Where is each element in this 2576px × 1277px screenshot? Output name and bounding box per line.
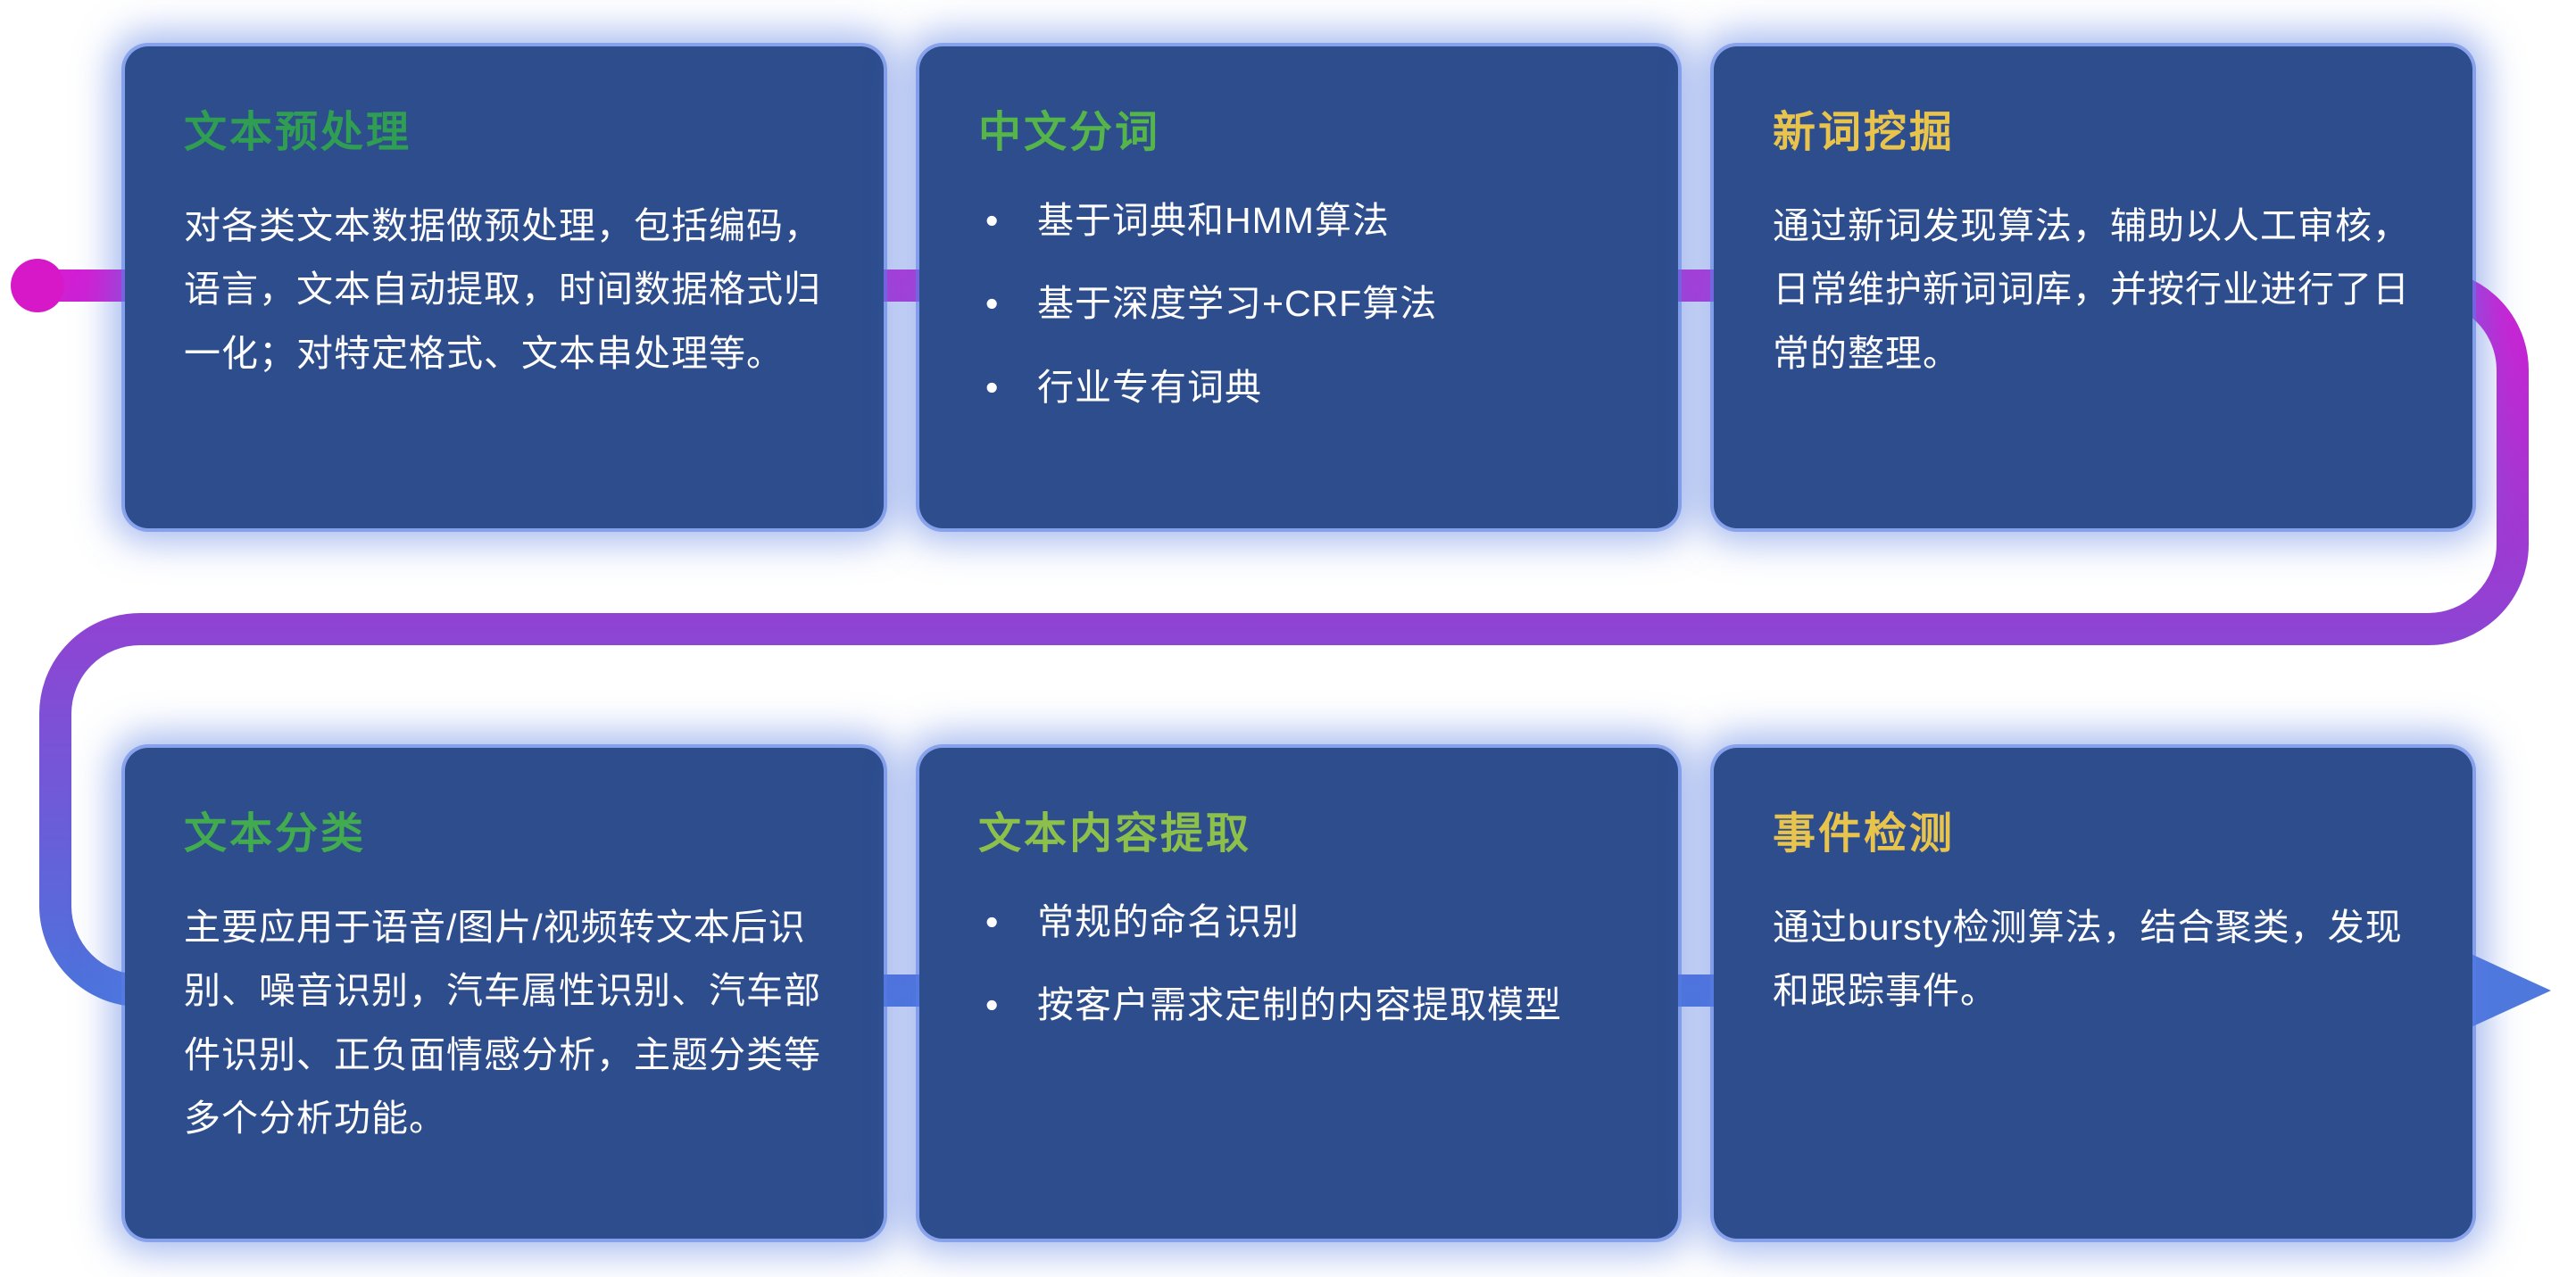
bullet-item: 按客户需求定制的内容提取模型 — [978, 979, 1619, 1032]
flow-line — [34, 269, 2529, 1007]
card-body: 主要应用于语音/图片/视频转文本后识别、噪音识别，汽车属性识别、汽车部件识别、正… — [184, 907, 821, 1139]
card-body: 通过bursty检测算法，结合聚类，发现和跟踪事件。 — [1773, 907, 2403, 1012]
card-bullet-list: 常规的命名识别 按客户需求定制的内容提取模型 — [978, 896, 1619, 1032]
card-title: 文本预处理 — [184, 109, 412, 156]
card-text-preprocessing: 文本预处理 对各类文本数据做预处理，包括编码，语言，文本自动提取，时间数据格式归… — [125, 46, 884, 528]
card-body: 通过新词发现算法，辅助以人工审核，日常维护新词词库，并按行业进行了日常的整理。 — [1773, 205, 2410, 374]
card-title: 中文分词 — [978, 109, 1161, 156]
bullet-item: 行业专有词典 — [978, 361, 1619, 415]
flow-start-dot-icon — [11, 259, 64, 312]
card-text-content-extraction: 文本内容提取 常规的命名识别 按客户需求定制的内容提取模型 — [919, 748, 1678, 1239]
card-title: 新词挖掘 — [1773, 109, 1956, 156]
card-event-detection: 事件检测 通过bursty检测算法，结合聚类，发现和跟踪事件。 — [1714, 748, 2472, 1239]
bullet-item: 基于深度学习+CRF算法 — [978, 278, 1619, 331]
card-new-word-mining: 新词挖掘 通过新词发现算法，辅助以人工审核，日常维护新词词库，并按行业进行了日常… — [1714, 46, 2472, 528]
card-title: 文本内容提取 — [978, 810, 1252, 858]
card-chinese-word-segmentation: 中文分词 基于词典和HMM算法 基于深度学习+CRF算法 行业专有词典 — [919, 46, 1678, 528]
bullet-item: 常规的命名识别 — [978, 896, 1619, 949]
card-title: 文本分类 — [184, 810, 367, 858]
card-title: 事件检测 — [1773, 810, 1956, 858]
card-body: 对各类文本数据做预处理，包括编码，语言，文本自动提取，时间数据格式归一化；对特定… — [184, 205, 821, 374]
card-bullet-list: 基于词典和HMM算法 基于深度学习+CRF算法 行业专有词典 — [978, 195, 1619, 415]
bullet-item: 基于词典和HMM算法 — [978, 195, 1619, 248]
card-text-classification: 文本分类 主要应用于语音/图片/视频转文本后识别、噪音识别，汽车属性识别、汽车部… — [125, 748, 884, 1239]
